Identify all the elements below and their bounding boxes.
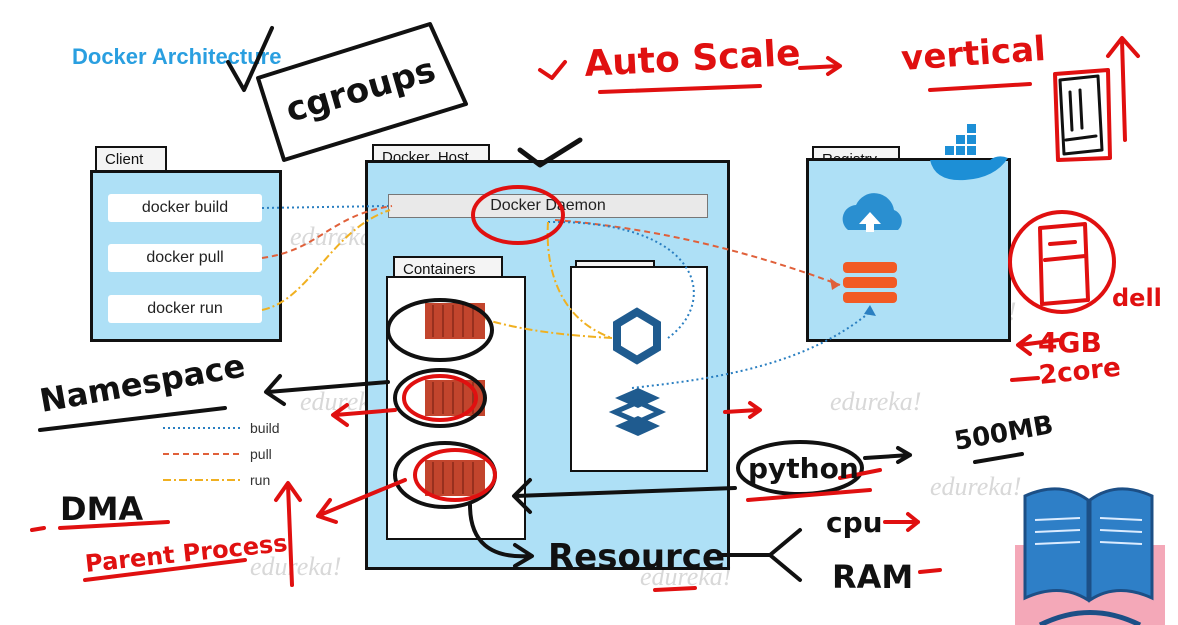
parent-process-annotation: Parent Process <box>84 529 289 578</box>
docker-daemon-bar: Docker Daemon <box>388 194 708 218</box>
vertical-up-arrow <box>1106 36 1140 142</box>
storage-drawing <box>1038 222 1090 306</box>
auto-scale-underline <box>598 84 762 94</box>
python-red-underline <box>746 468 882 502</box>
cpu-annotation: cpu <box>826 506 883 539</box>
legend-pull-label: pull <box>250 446 272 462</box>
ram-red-arrow <box>918 568 942 574</box>
size-annotation: 500MB <box>952 410 1056 457</box>
auto-scale-arrow <box>798 56 842 76</box>
namespace-annotation: Namespace <box>37 346 248 419</box>
dma-annotation: DMA <box>60 490 143 528</box>
ram-box <box>1053 68 1112 162</box>
auto-scale-check <box>538 60 567 80</box>
spec-dash <box>1010 376 1040 382</box>
docker-build-command: docker build <box>108 194 262 222</box>
legend-run-label: run <box>250 472 271 488</box>
vertical-underline <box>928 82 1032 92</box>
cgroups-box <box>256 22 468 162</box>
watermark: edureka! <box>830 387 921 416</box>
cgroups-annotation: cgroups <box>281 50 439 131</box>
ram-drawing <box>1058 74 1104 156</box>
auto-scale-annotation: Auto Scale <box>583 33 801 85</box>
watermark: edureka! <box>930 472 1021 501</box>
book-logo <box>1015 487 1165 625</box>
size-arrow <box>863 446 912 464</box>
spec-arrow <box>1016 334 1060 356</box>
images-red-arrow <box>723 401 762 419</box>
python-annotation: python <box>748 452 859 485</box>
docker-run-command: docker run <box>108 295 262 323</box>
storage-circle <box>1008 210 1116 314</box>
images-panel <box>570 266 708 472</box>
watermark: edureka! <box>250 552 341 581</box>
namespace-underline <box>38 406 227 432</box>
cpu-red-arrow <box>883 512 920 532</box>
python-circle <box>736 440 864 496</box>
containers-panel <box>386 276 526 540</box>
resource-branch <box>718 528 802 582</box>
cores-annotation: 2core <box>1038 353 1123 391</box>
ram-4gb-annotation: 4GB <box>1038 326 1102 359</box>
parent-process-underline <box>83 558 247 582</box>
ram-annotation: RAM <box>832 558 913 596</box>
docker-pull-command: docker pull <box>108 244 262 272</box>
resource-red-dash <box>653 586 697 592</box>
vertical-annotation: vertical <box>900 29 1047 79</box>
parent-process-up-arrow <box>274 481 302 587</box>
size-underline <box>973 452 1024 464</box>
dma-dash <box>30 526 46 532</box>
dma-underline <box>58 520 170 530</box>
registry-panel <box>806 158 1011 342</box>
client-label: Client <box>95 146 167 172</box>
page-title: Docker Architecture <box>72 44 282 69</box>
dell-annotation: dell <box>1112 284 1162 312</box>
legend-build-label: build <box>250 420 280 436</box>
